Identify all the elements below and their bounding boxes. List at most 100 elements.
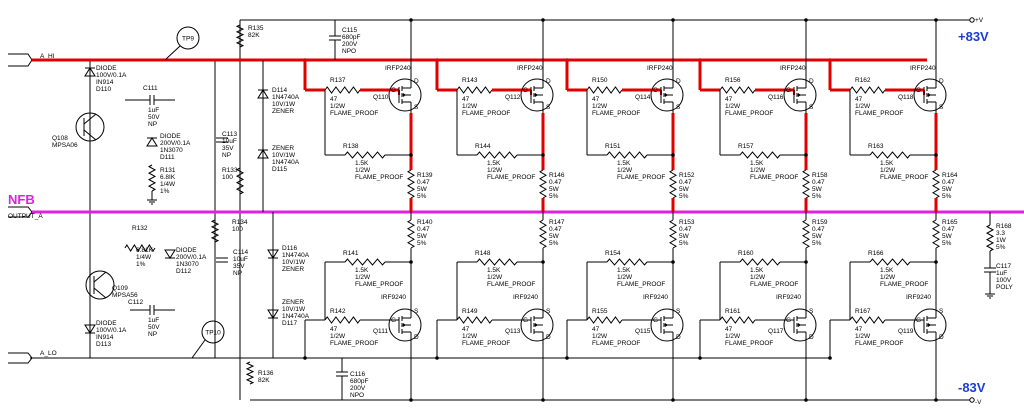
p-mosfet-icon-arrow [665, 323, 668, 327]
junction-dot [213, 210, 217, 214]
source-resistor-value: 5W [549, 186, 560, 193]
d114-label: 1N4740A [272, 94, 300, 101]
diode-icon [84, 324, 96, 334]
source-resistor-value: R139 [417, 172, 433, 179]
gate-resistor-value: 1/2W [330, 103, 346, 110]
source-resistor [669, 219, 677, 249]
nfb-label: NFB [8, 192, 35, 207]
d110-label: D110 [96, 86, 111, 93]
p-mosfet-icon [650, 308, 684, 342]
junction-dot [671, 398, 675, 402]
p-mosfet-icon [913, 308, 947, 342]
r132-ref: R132 [132, 225, 148, 232]
source-resistor [539, 219, 547, 249]
gate-resistor-value: FLAME_PROOF [462, 340, 510, 347]
balance-resistor-value: FLAME_PROOF [355, 174, 403, 181]
r132-value: 6.81K [136, 247, 154, 254]
r134-label: 100 [232, 226, 243, 233]
balance-resistor-ref: R141 [343, 250, 359, 257]
balance-resistor-ref: R166 [868, 250, 884, 257]
source-resistor-value: 5W [812, 186, 823, 193]
balance-resistor-value: 1.5K [355, 267, 369, 274]
r134-label: R134 [232, 219, 248, 226]
junction-dot [934, 260, 938, 264]
mosfet-part: IRFP240 [385, 65, 411, 72]
d115-label: 1N4740A [272, 159, 300, 166]
junction-dot [541, 260, 545, 264]
c116-label: 680pF [350, 378, 368, 385]
balance-resistor [476, 258, 518, 266]
junction-dot [698, 58, 702, 62]
r132-resistor [124, 244, 156, 252]
n-mosfet-icon [520, 78, 554, 112]
r131-resistor [147, 164, 157, 192]
c115-label: 200V [342, 41, 358, 48]
n-mosfet-icon-arrow [403, 93, 406, 97]
gate-resistor-value: 47 [592, 326, 600, 333]
r133-label: R133 [222, 167, 238, 174]
source-resistor-value: 0.47 [417, 226, 430, 233]
gate-resistor-value: 1/2W [725, 103, 741, 110]
source-resistor-value: 5W [679, 233, 690, 240]
c112-value: NP [148, 331, 157, 338]
diode-icon [84, 67, 96, 77]
junction-dot [303, 58, 307, 62]
junction-dot [409, 153, 413, 157]
source-resistor-value: R164 [942, 172, 958, 179]
gate-resistor-value: 47 [330, 326, 338, 333]
source-resistor [407, 169, 415, 199]
d113-label: 100V/0.1A [96, 327, 127, 334]
r168-label: 5% [996, 244, 1006, 251]
mosfet-ref: Q111 [373, 328, 388, 335]
c114-label: 35V [233, 263, 245, 270]
mosfet-ref: Q112 [505, 94, 521, 101]
junction-dot [541, 398, 545, 402]
source-resistor-value: 0.47 [417, 179, 430, 186]
tp10: TP10 [205, 330, 221, 337]
gate-resistor-value: 47 [725, 326, 733, 333]
r135-resistor [235, 24, 245, 48]
r168-label: R168 [996, 223, 1012, 230]
gate-resistor-value: 1/2W [462, 103, 478, 110]
mosfet-part: IRFP240 [910, 65, 936, 72]
source-resistor-value: R165 [942, 219, 958, 226]
n-mosfet-icon [783, 78, 817, 112]
gate-resistor-ref: R143 [462, 77, 478, 84]
mosfet-part: IRF9240 [381, 294, 406, 301]
d112-label: D112 [176, 268, 191, 275]
gate-resistor-value: 1/2W [330, 333, 346, 340]
source-resistor-value: 5W [942, 186, 953, 193]
source-resistor-value: 5% [417, 193, 427, 200]
gate-resistor [456, 316, 493, 324]
d114-label: 10V/1W [272, 101, 296, 108]
gate-resistor-ref: R156 [725, 77, 741, 84]
input-a-hi: A_HI [40, 53, 55, 60]
gate-resistor [324, 86, 361, 94]
c116-label: C116 [350, 371, 365, 378]
balance-resistor-value: 1/2W [355, 274, 371, 281]
gate-resistor [586, 316, 623, 324]
junction-dot [88, 210, 92, 214]
source-resistor [669, 169, 677, 199]
n-mosfet-icon-arrow [798, 93, 801, 97]
balance-resistor-value: FLAME_PROOF [880, 281, 928, 288]
d116-label: ZENER [282, 266, 304, 273]
d116-label: 10V/1W [282, 259, 306, 266]
balance-resistor [606, 258, 648, 266]
source-resistor-value: R147 [549, 219, 565, 226]
d112-label: DIODE [176, 247, 197, 254]
r131-label: R131 [160, 167, 176, 174]
source-resistor-value: 5% [679, 193, 689, 200]
balance-resistor-value: 1/2W [880, 167, 896, 174]
pin-d: D [939, 334, 944, 341]
pnp-transistor-icon [85, 270, 115, 300]
c117-label: 1uF [996, 270, 1007, 277]
mosfet-part: IRFP240 [647, 65, 673, 72]
balance-resistor [476, 151, 518, 159]
gate-resistor-ref: R149 [462, 308, 478, 315]
pin-s: S [809, 104, 814, 111]
source-resistor-value: 0.47 [549, 226, 562, 233]
r131-label: 1% [160, 188, 170, 195]
source-resistor-value: 5W [679, 186, 690, 193]
neg-node-label: -V [975, 399, 982, 406]
